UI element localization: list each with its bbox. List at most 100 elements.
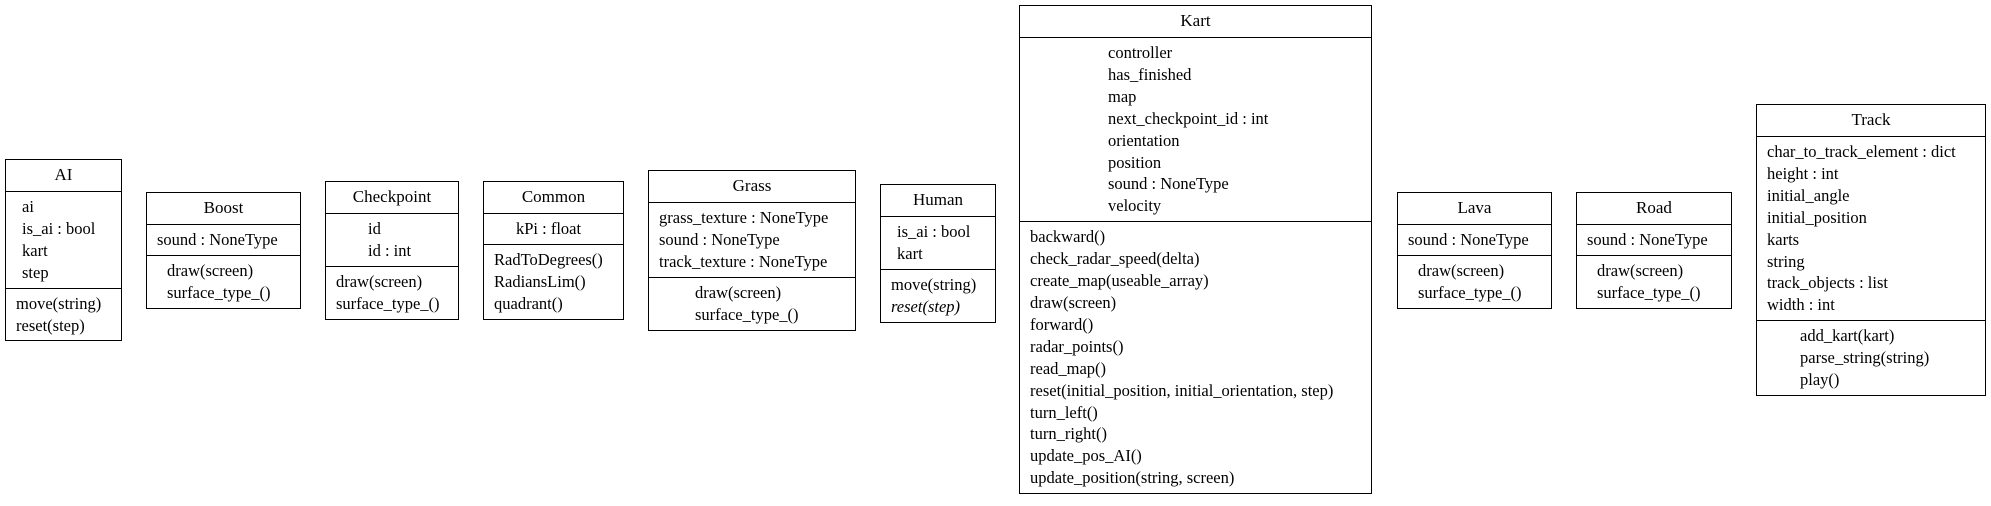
attribute: kart (22, 240, 48, 260)
attribute: width : int (1767, 295, 1835, 315)
methods-section: draw(screen)surface_type_() (649, 276, 855, 330)
method: draw(screen) (1030, 292, 1117, 312)
method: draw(screen) (336, 271, 423, 291)
methods-section: draw(screen)surface_type_() (1577, 254, 1731, 308)
class-box-grass: Grass grass_texture : NoneType sound : Non… (648, 170, 856, 331)
attribute: controller (1108, 43, 1173, 62)
method: surface_type_() (167, 282, 271, 302)
methods-section: draw(screen)surface_type_() (326, 265, 458, 319)
method: surface_type_() (336, 293, 440, 313)
attribute: karts (1767, 229, 1800, 249)
method: play() (1800, 370, 1840, 390)
method: quadrant() (494, 293, 563, 313)
class-name: Common (484, 182, 623, 214)
attribute: sound : NoneType (157, 230, 278, 249)
method: update_pos_AI() (1030, 446, 1142, 466)
class-box-checkpoint: Checkpoint id id : int draw(screen)surface_… (325, 181, 459, 320)
attributes-section: sound : NoneType (1577, 225, 1731, 255)
class-name: Grass (649, 171, 855, 203)
attribute: position (1108, 152, 1162, 172)
attributes-section: kPi : float (484, 214, 623, 244)
class-box-boost: Boost sound : NoneType draw(screen)surface… (146, 192, 301, 309)
attributes-section: grass_texture : NoneType sound : NoneType… (649, 203, 855, 277)
attribute: id : int (368, 240, 412, 260)
attribute: has_finished (1108, 64, 1192, 84)
method: read_map() (1030, 358, 1107, 378)
methods-section: move(string)reset(step) (6, 287, 121, 341)
class-name: AI (6, 160, 121, 192)
methods-section: draw(screen)surface_type_() (1398, 254, 1551, 308)
attribute: map (1108, 86, 1137, 106)
attribute: kart (897, 243, 923, 263)
method: radar_points() (1030, 336, 1124, 356)
method: surface_type_() (1418, 282, 1522, 302)
method: create_map(useable_array) (1030, 271, 1209, 291)
method: update_position(string, screen) (1030, 468, 1235, 488)
attribute: sound : NoneType (659, 229, 780, 249)
attributes-section: is_ai : bool kart (881, 217, 995, 269)
method: move(string) (891, 274, 977, 294)
method: turn_right() (1030, 424, 1107, 444)
class-name: Road (1577, 193, 1731, 225)
attribute: sound : NoneType (1408, 230, 1529, 249)
attribute: step (22, 262, 49, 282)
attribute: is_ai : bool (897, 222, 971, 241)
methods-section: backward()check_radar_speed(delta)create… (1020, 221, 1371, 493)
method: check_radar_speed(delta) (1030, 249, 1200, 269)
attribute: grass_texture : NoneType (659, 208, 829, 227)
class-box-track: Track char_to_track_element : dict height … (1756, 104, 1986, 396)
attributes-section: id id : int (326, 214, 458, 266)
attribute: track_texture : NoneType (659, 251, 828, 271)
attributes-section: sound : NoneType (147, 225, 300, 255)
method: surface_type_() (1597, 282, 1701, 302)
method: draw(screen) (1418, 260, 1505, 280)
attribute: sound : NoneType (1587, 230, 1708, 249)
method: parse_string(string) (1800, 348, 1930, 368)
attribute: next_checkpoint_id : int (1108, 108, 1269, 128)
methods-section: move(string)reset(step) (881, 268, 995, 322)
class-name: Track (1757, 105, 1985, 137)
attribute: height : int (1767, 163, 1839, 183)
attribute: initial_position (1767, 207, 1867, 227)
attribute: initial_angle (1767, 185, 1850, 205)
method: RadiansLim() (494, 271, 586, 291)
method: draw(screen) (167, 260, 254, 280)
method: reset(step) (16, 315, 85, 335)
attribute: kPi : float (516, 219, 582, 238)
class-name: Kart (1020, 6, 1371, 38)
attributes-section: char_to_track_element : dict height : int… (1757, 137, 1985, 320)
method: RadToDegrees() (494, 249, 603, 269)
class-name: Boost (147, 193, 300, 225)
class-box-lava: Lava sound : NoneType draw(screen)surface_… (1397, 192, 1552, 309)
methods-section: draw(screen)surface_type_() (147, 254, 300, 308)
class-box-road: Road sound : NoneType draw(screen)surface_… (1576, 192, 1732, 309)
method: draw(screen) (1597, 260, 1684, 280)
attribute: sound : NoneType (1108, 174, 1229, 194)
attribute: char_to_track_element : dict (1767, 142, 1956, 161)
attribute: string (1767, 251, 1805, 271)
class-box-human: Human is_ai : bool kart move(string)reset(s… (880, 184, 996, 323)
method: backward() (1030, 227, 1106, 247)
method: move(string) (16, 293, 102, 313)
attributes-section: sound : NoneType (1398, 225, 1551, 255)
method: draw(screen) (695, 282, 782, 302)
class-name: Lava (1398, 193, 1551, 225)
attribute: id (368, 219, 381, 238)
method: reset(initial_position, initial_orientat… (1030, 380, 1334, 400)
attribute: ai (22, 197, 34, 216)
attribute: is_ai : bool (22, 218, 96, 238)
attribute: velocity (1108, 196, 1162, 216)
methods-section: RadToDegrees()RadiansLim()quadrant() (484, 243, 623, 319)
methods-section: add_kart(kart)parse_string(string)play() (1757, 320, 1985, 395)
class-name: Checkpoint (326, 182, 458, 214)
method: reset(step) (891, 296, 961, 316)
attribute: orientation (1108, 130, 1180, 150)
attribute: track_objects : list (1767, 273, 1888, 293)
class-name: Human (881, 185, 995, 217)
method: turn_left() (1030, 402, 1098, 422)
